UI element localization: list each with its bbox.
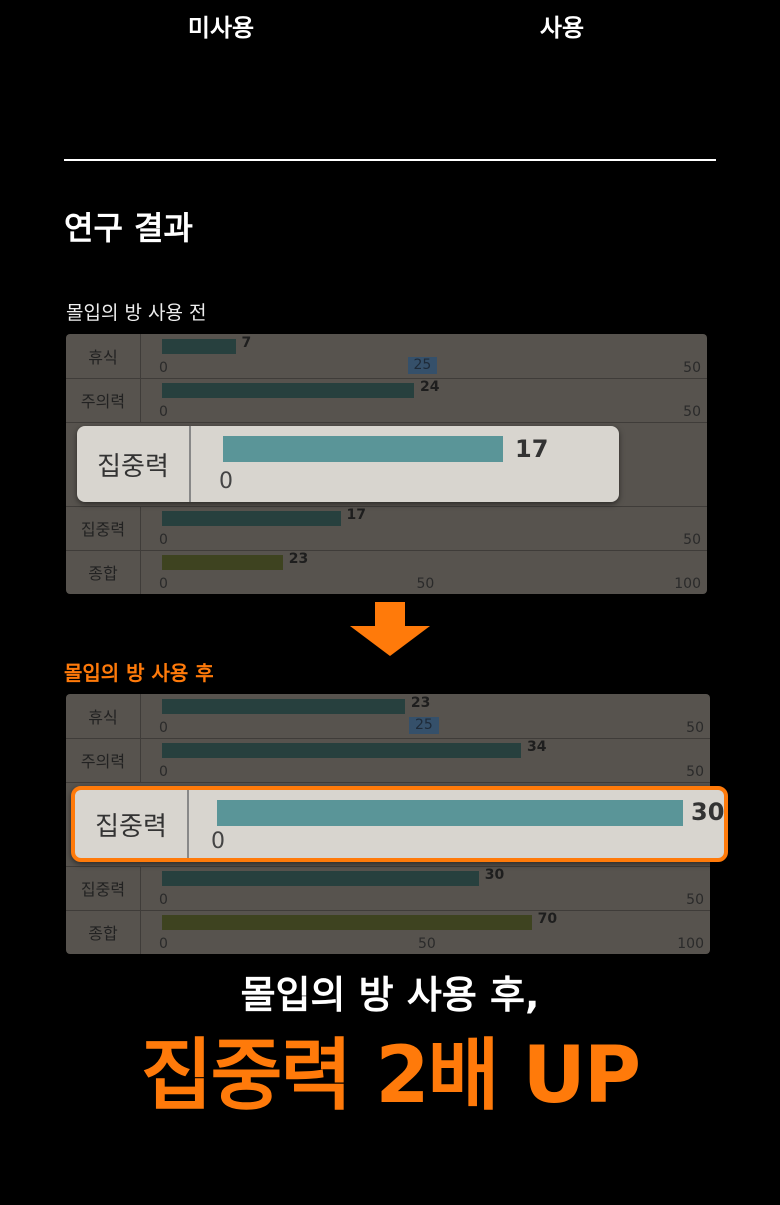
tick-end: 50 [686, 892, 704, 908]
highlight-bar [223, 436, 503, 462]
bar [162, 915, 532, 930]
bar [162, 339, 236, 354]
chart-row: 집중력 17 0 50 [66, 506, 707, 551]
tick-zero: 0 [159, 936, 168, 952]
tick-end: 50 [683, 404, 701, 420]
bar-value: 7 [241, 335, 252, 351]
after-focus-highlight: 집중력 30 0 [71, 786, 728, 862]
tick-zero: 0 [159, 532, 168, 548]
down-arrow-icon [350, 626, 430, 656]
tick-end: 50 [686, 764, 704, 780]
before-caption: 몰입의 방 사용 전 [66, 302, 207, 324]
row-label: 휴식 [66, 334, 141, 378]
big-headline: 집중력 2배 UP [140, 1031, 641, 1121]
highlight-zero: 0 [211, 829, 225, 854]
tick-zero: 0 [159, 404, 168, 420]
bar [162, 699, 405, 714]
tick-end: 50 [683, 360, 701, 376]
highlight-zero: 0 [219, 469, 233, 494]
bar [162, 383, 414, 398]
bar-value: 23 [410, 695, 431, 711]
highlight-bar [217, 800, 683, 826]
highlight-label: 집중력 [75, 790, 189, 858]
tick-end: 100 [677, 936, 704, 952]
tick-mid: 50 [416, 576, 435, 592]
bar [162, 871, 479, 886]
bar [162, 555, 283, 570]
bar [162, 743, 522, 758]
tick-zero: 0 [159, 720, 168, 736]
bar-value: 34 [527, 739, 547, 755]
chart-row: 집중력 30 0 50 [66, 866, 710, 911]
average-marker: 25 [409, 717, 439, 734]
highlight-value: 30 [691, 798, 725, 826]
bar-value: 24 [420, 379, 440, 395]
tick-mid: 50 [418, 936, 436, 952]
divider [64, 159, 716, 161]
average-marker: 25 [407, 357, 438, 374]
chart-row: 종합 23 0 50 100 [66, 550, 707, 594]
tick-end: 50 [686, 720, 704, 736]
row-label: 종합 [66, 910, 141, 954]
before-focus-highlight: 집중력 17 0 [77, 426, 619, 502]
bar [162, 511, 341, 526]
chart-row: 주의력 24 0 50 [66, 378, 707, 423]
chart-row: 종합 70 0 50 100 [66, 910, 710, 954]
row-label: 집중력 [66, 506, 141, 550]
highlight-value: 17 [515, 435, 549, 463]
after-caption: 몰입의 방 사용 후 [64, 661, 214, 685]
chart-row: 주의력 34 0 50 [66, 738, 710, 783]
tick-zero: 0 [159, 360, 168, 376]
bar-value: 70 [537, 911, 558, 927]
highlight-label: 집중력 [77, 426, 191, 502]
tick-end: 50 [683, 532, 701, 548]
bar-value: 30 [484, 867, 505, 883]
row-label: 주의력 [66, 378, 141, 422]
tick-zero: 0 [159, 764, 168, 780]
bar-value: 23 [288, 551, 309, 567]
mode-on-label: 사용 [539, 14, 585, 42]
chart-row: 휴식 7 0 50 25 [66, 334, 707, 379]
section-title: 연구 결과 [64, 209, 193, 247]
tick-end: 100 [674, 576, 701, 592]
highlight-band [66, 782, 710, 867]
headline: 몰입의 방 사용 후, [240, 973, 540, 1017]
tick-zero: 0 [159, 892, 168, 908]
bar-value: 17 [346, 507, 366, 523]
highlight-band [66, 422, 707, 507]
down-arrow-shaft [375, 602, 405, 628]
mode-off-label: 미사용 [187, 14, 255, 42]
row-label: 휴식 [66, 694, 141, 738]
row-label: 종합 [66, 550, 141, 594]
row-label: 주의력 [66, 738, 141, 782]
chart-row: 휴식 23 0 50 25 [66, 694, 710, 739]
tick-zero: 0 [159, 576, 168, 592]
row-label: 집중력 [66, 866, 141, 910]
